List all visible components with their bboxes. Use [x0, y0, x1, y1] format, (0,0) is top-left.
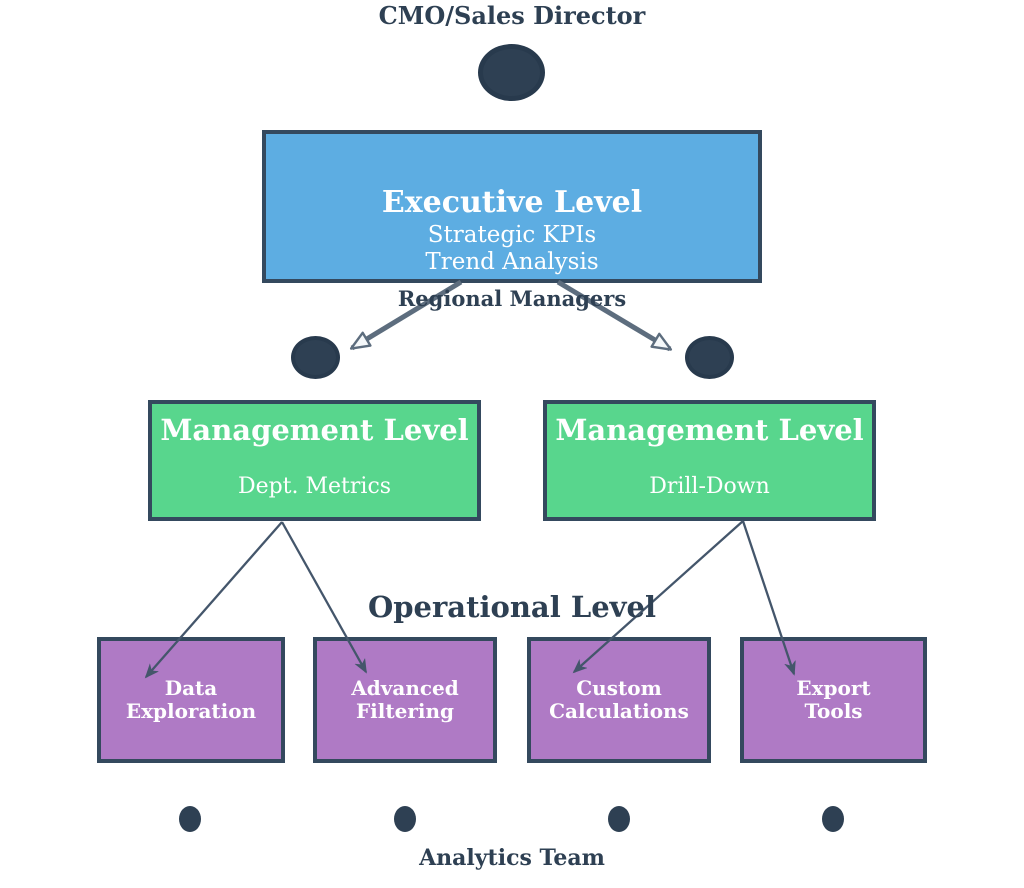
- executive-box-title: Executive Level: [381, 185, 643, 220]
- actor-node-regional-manager-left: [291, 336, 340, 379]
- label-operational-level: Operational Level: [368, 590, 656, 624]
- operational-box-label-line: Custom: [576, 676, 662, 700]
- actor-node-analytics-2: [394, 806, 416, 832]
- operational-box-label-line: Exploration: [125, 699, 257, 723]
- label-regional-managers: Regional Managers: [397, 286, 627, 311]
- operational-box-label-line: Filtering: [355, 699, 455, 723]
- actor-node-cmo: [478, 44, 545, 101]
- management-box-subtitle: Dept. Metrics: [237, 474, 392, 499]
- executive-box-subtitle-1: Strategic KPIs: [427, 222, 597, 248]
- executive-level-box: Executive Level Strategic KPIs Trend Ana…: [262, 130, 762, 283]
- operational-box-custom-calculations: Custom Calculations: [527, 637, 711, 763]
- label-analytics-team: Analytics Team: [419, 845, 605, 871]
- actor-node-regional-manager-right: [685, 336, 734, 379]
- actor-node-analytics-1: [179, 806, 201, 832]
- operational-box-label-line: Advanced: [351, 676, 459, 700]
- actor-node-analytics-3: [608, 806, 630, 832]
- operational-box-label-line: Export: [796, 676, 871, 700]
- operational-box-label-line: Data: [164, 676, 218, 700]
- executive-box-subtitle-2: Trend Analysis: [425, 249, 599, 275]
- operational-box-label-line: Tools: [804, 699, 863, 723]
- operational-box-export-tools: Export Tools: [740, 637, 927, 763]
- label-cmo-sales-director: CMO/Sales Director: [378, 1, 646, 30]
- management-level-box-drill-down: Management Level Drill-Down: [543, 400, 876, 521]
- management-box-title: Management Level: [555, 413, 864, 447]
- operational-box-data-exploration: Data Exploration: [97, 637, 285, 763]
- management-level-box-dept-metrics: Management Level Dept. Metrics: [148, 400, 481, 521]
- actor-node-analytics-4: [822, 806, 844, 832]
- operational-box-label-line: Calculations: [549, 699, 689, 723]
- management-box-subtitle: Drill-Down: [649, 474, 770, 499]
- operational-box-advanced-filtering: Advanced Filtering: [313, 637, 497, 763]
- management-box-title: Management Level: [160, 413, 469, 447]
